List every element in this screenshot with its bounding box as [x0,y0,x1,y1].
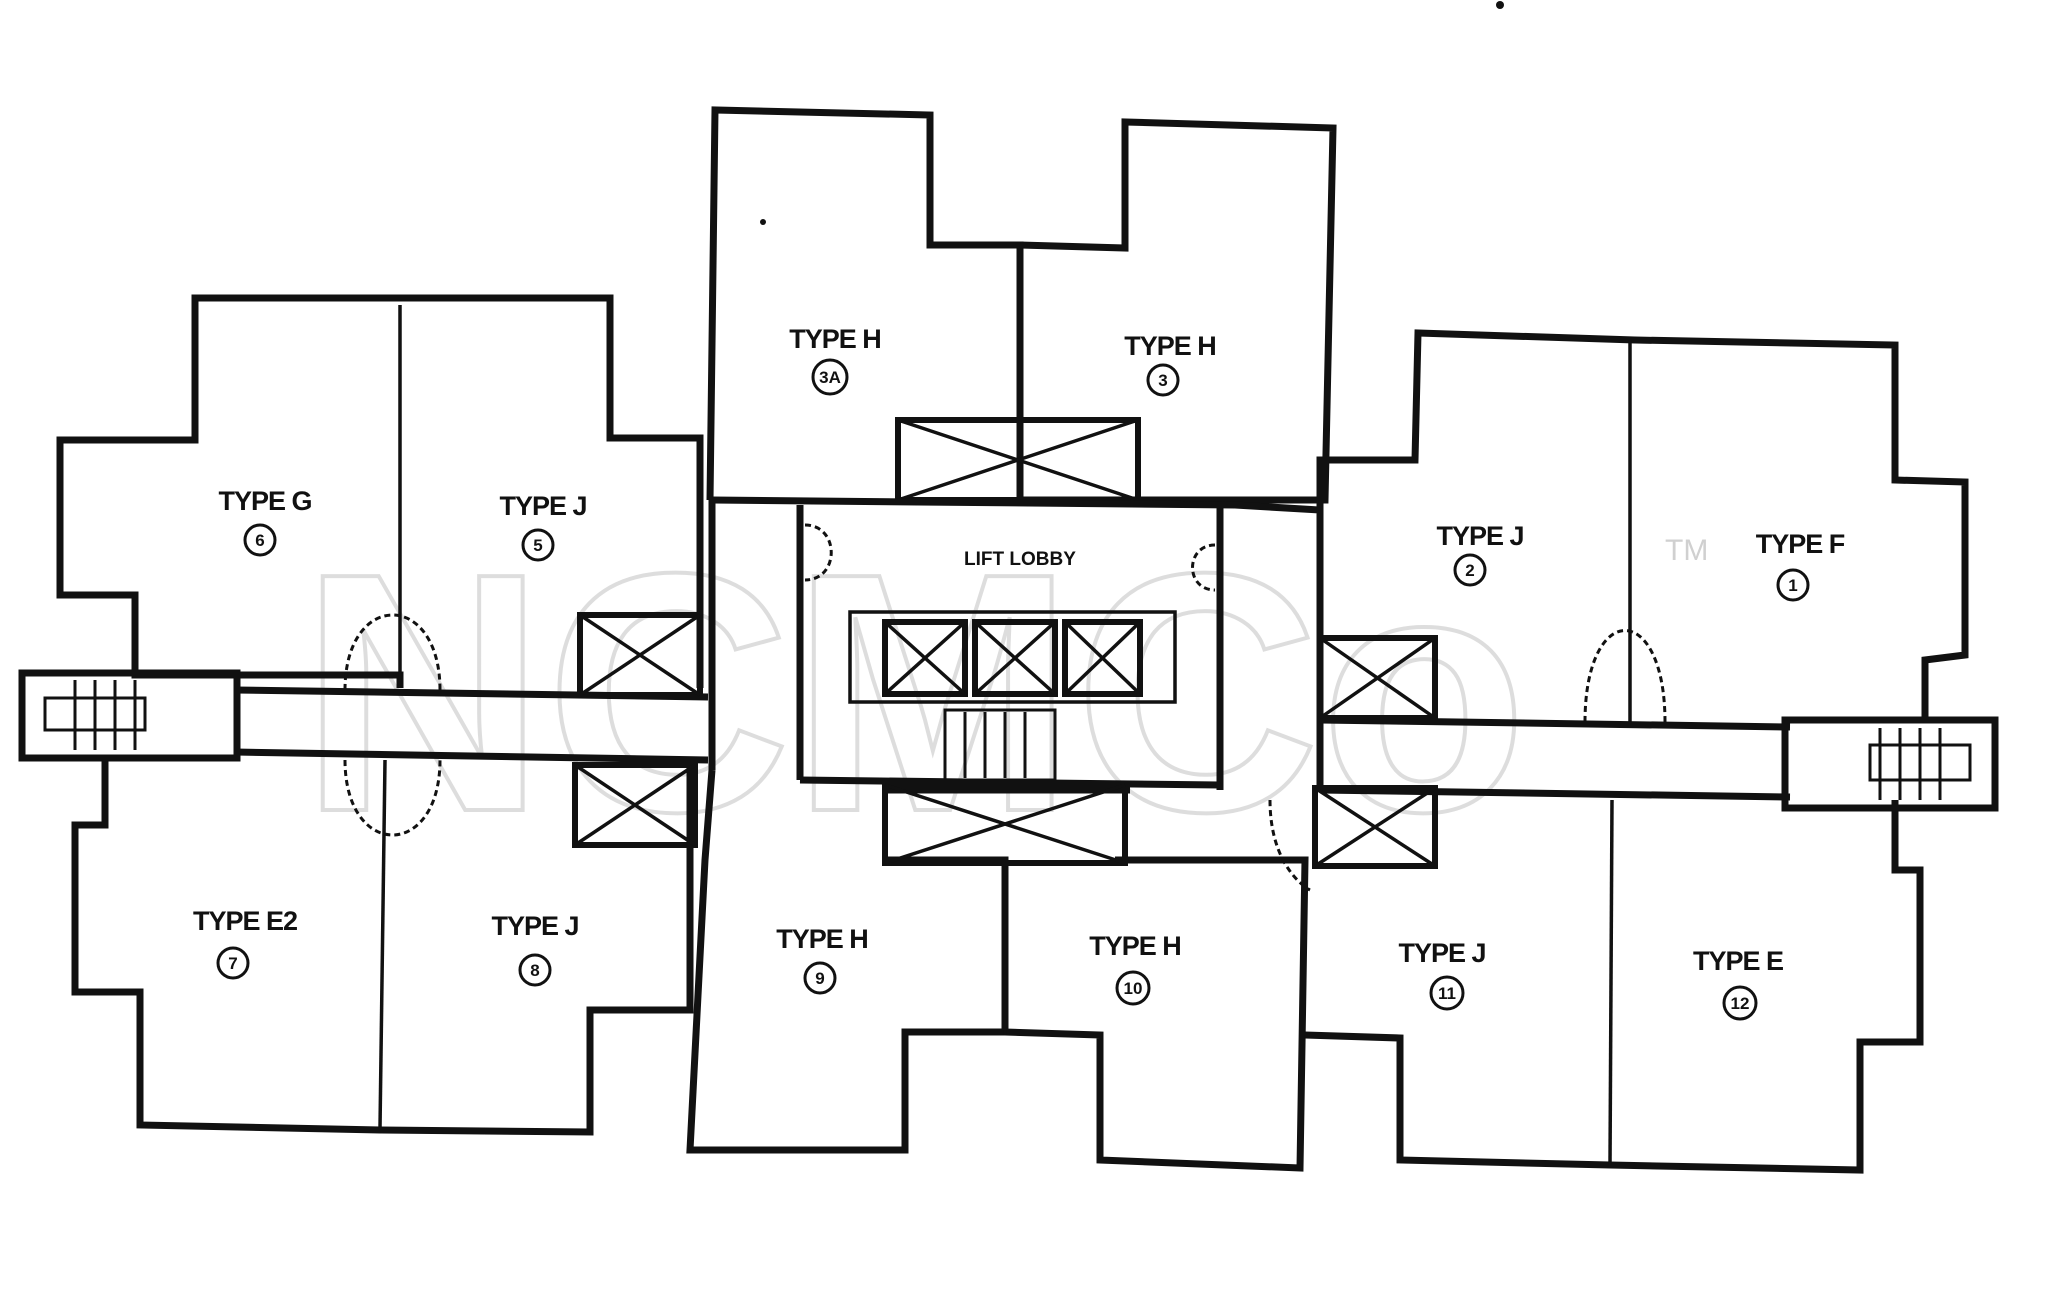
unit-label-5: TYPE J 5 [499,491,588,562]
shaft-left-lower [572,762,698,848]
shaft-centre-bottom [882,782,1128,866]
unit-type-label: TYPE J [491,911,578,941]
unit-label-8: TYPE J 8 [491,911,580,987]
left-stair [18,669,241,762]
unit-number-circle [1776,568,1810,602]
unit-label-3a: TYPE H 3A [789,324,882,396]
right-balcony-arcs [1268,629,1667,892]
unit-3a-outline [706,106,1337,504]
unit-number: 12 [1731,994,1750,1013]
unit-number: 3A [819,368,841,387]
unit-label-12: TYPE E 12 [1693,946,1784,1021]
stray-mark [760,219,766,225]
unit-number: 11 [1438,984,1456,1003]
shaft-right-upper [1317,635,1438,721]
unit-type-label: TYPE H [1089,931,1181,961]
unit-number-circle [1453,553,1487,587]
unit-label-1: TYPE F 1 [1756,529,1846,602]
unit-type-label: TYPE G [218,486,311,516]
unit-type-label: TYPE E [1693,946,1783,976]
unit-number: 7 [228,954,237,973]
unit-label-3: TYPE H 3 [1124,331,1217,397]
unit-number-circle [518,953,552,987]
unit-number: 9 [815,969,824,988]
stray-mark [1496,1,1504,9]
unit-type-label: TYPE H [789,324,881,354]
unit-9-outline [686,769,1309,1172]
watermark-tm: TM [1665,534,1708,567]
lift-lobby-label: LIFT LOBBY [964,549,1076,570]
unit-number-circle [803,961,837,995]
unit-7-outline [71,759,694,1136]
shaft-left-upper [577,612,703,698]
unit-number-circle [1722,985,1758,1021]
unit-number-circle [521,528,555,562]
unit-number-circle [811,358,849,396]
unit-type-label: TYPE J [1436,521,1523,551]
unit-label-11: TYPE J 11 [1398,938,1487,1011]
unit-number: 1 [1788,576,1797,595]
unit-type-label: TYPE E2 [193,906,297,936]
unit-number: 6 [255,531,264,550]
shaft-right-lower [1312,785,1438,869]
unit-11-outline [1304,799,1924,1174]
unit-label-7: TYPE E2 7 [193,906,298,980]
unit-number: 8 [530,961,539,980]
unit-type-label: TYPE J [499,491,586,521]
unit-1-gap [1319,716,1791,801]
unit-label-6: TYPE G 6 [218,486,313,557]
unit-2-outline [1316,329,1969,722]
unit-number: 5 [533,536,542,555]
unit-number: 10 [1124,979,1143,998]
unit-number: 2 [1465,561,1474,580]
right-stair [1781,716,1999,812]
unit-label-10: TYPE H 10 [1089,931,1182,1006]
unit-number-circle [1146,363,1180,397]
unit-number-circle [243,523,277,557]
unit-number-circle [1429,975,1465,1011]
left-balcony-arcs [343,613,442,837]
unit-type-label: TYPE H [776,924,868,954]
unit-type-label: TYPE H [1124,331,1216,361]
unit-label-2: TYPE J 2 [1436,521,1525,587]
unit-number: 3 [1158,371,1167,390]
unit-number-circle [1115,970,1151,1006]
unit-number-circle [216,946,250,980]
unit-type-label: TYPE J [1398,938,1485,968]
unit-label-9: TYPE H 9 [776,924,869,995]
unit-type-label: TYPE F [1756,529,1845,559]
